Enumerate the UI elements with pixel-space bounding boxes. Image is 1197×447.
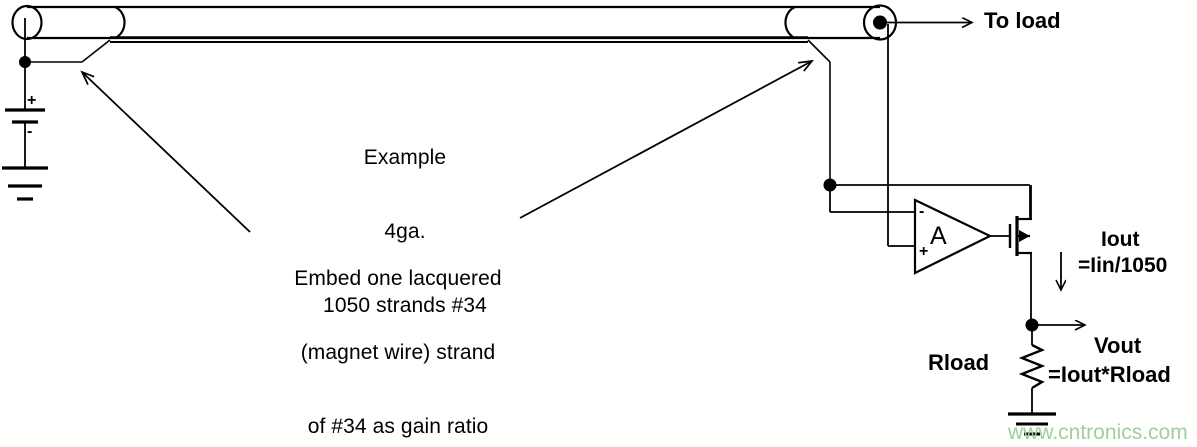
opamp-inverting-sign: - [919, 203, 925, 220]
vout-value-label: =Iout*Rload [1048, 362, 1171, 387]
inverting-input-wire [823, 178, 915, 213]
embedded-strand [25, 36, 831, 185]
iout-value-label: =Iin/1050 [1078, 254, 1168, 277]
opamp-symbol [913, 198, 1010, 275]
opamp-noninverting-sign: + [919, 243, 929, 260]
rload-resistor [1008, 331, 1056, 436]
vout-label: Vout [1094, 333, 1142, 358]
embed-note-line-1: Embed one lacquered [294, 266, 502, 290]
embed-note-line-2: (magnet wire) strand [300, 340, 496, 364]
feedback-wire [830, 184, 1031, 218]
to-load-label: To load [984, 8, 1061, 33]
example-note-line-1: Example [363, 145, 447, 169]
battery-minus-sign: - [27, 123, 33, 140]
rload-label: Rload [928, 350, 990, 375]
example-note-line-2: 4ga. [384, 219, 426, 243]
cable-conductor [11, 4, 898, 41]
opamp-label: A [930, 222, 947, 250]
battery-plus-sign: + [27, 92, 37, 109]
embed-note: Embed one lacquered (magnet wire) strand… [243, 217, 553, 447]
example-note-line-3: 1050 strands #34 [323, 294, 487, 318]
to-load-output [873, 15, 972, 30]
example-note: Example 4ga. 1050 strands #34 [255, 96, 555, 368]
vout-node [1025, 318, 1086, 332]
iout-label: Iout [1101, 228, 1140, 251]
noninverting-sense-wire [887, 24, 915, 247]
mosfet-symbol [1008, 185, 1032, 325]
source-battery-branch [2, 18, 48, 201]
leader-arrow-left [80, 70, 251, 233]
leader-arrow-right [519, 59, 814, 219]
embed-note-line-3: of #34 as gain ratio [307, 415, 489, 439]
site-watermark: www.cntronics.com [1008, 421, 1188, 444]
